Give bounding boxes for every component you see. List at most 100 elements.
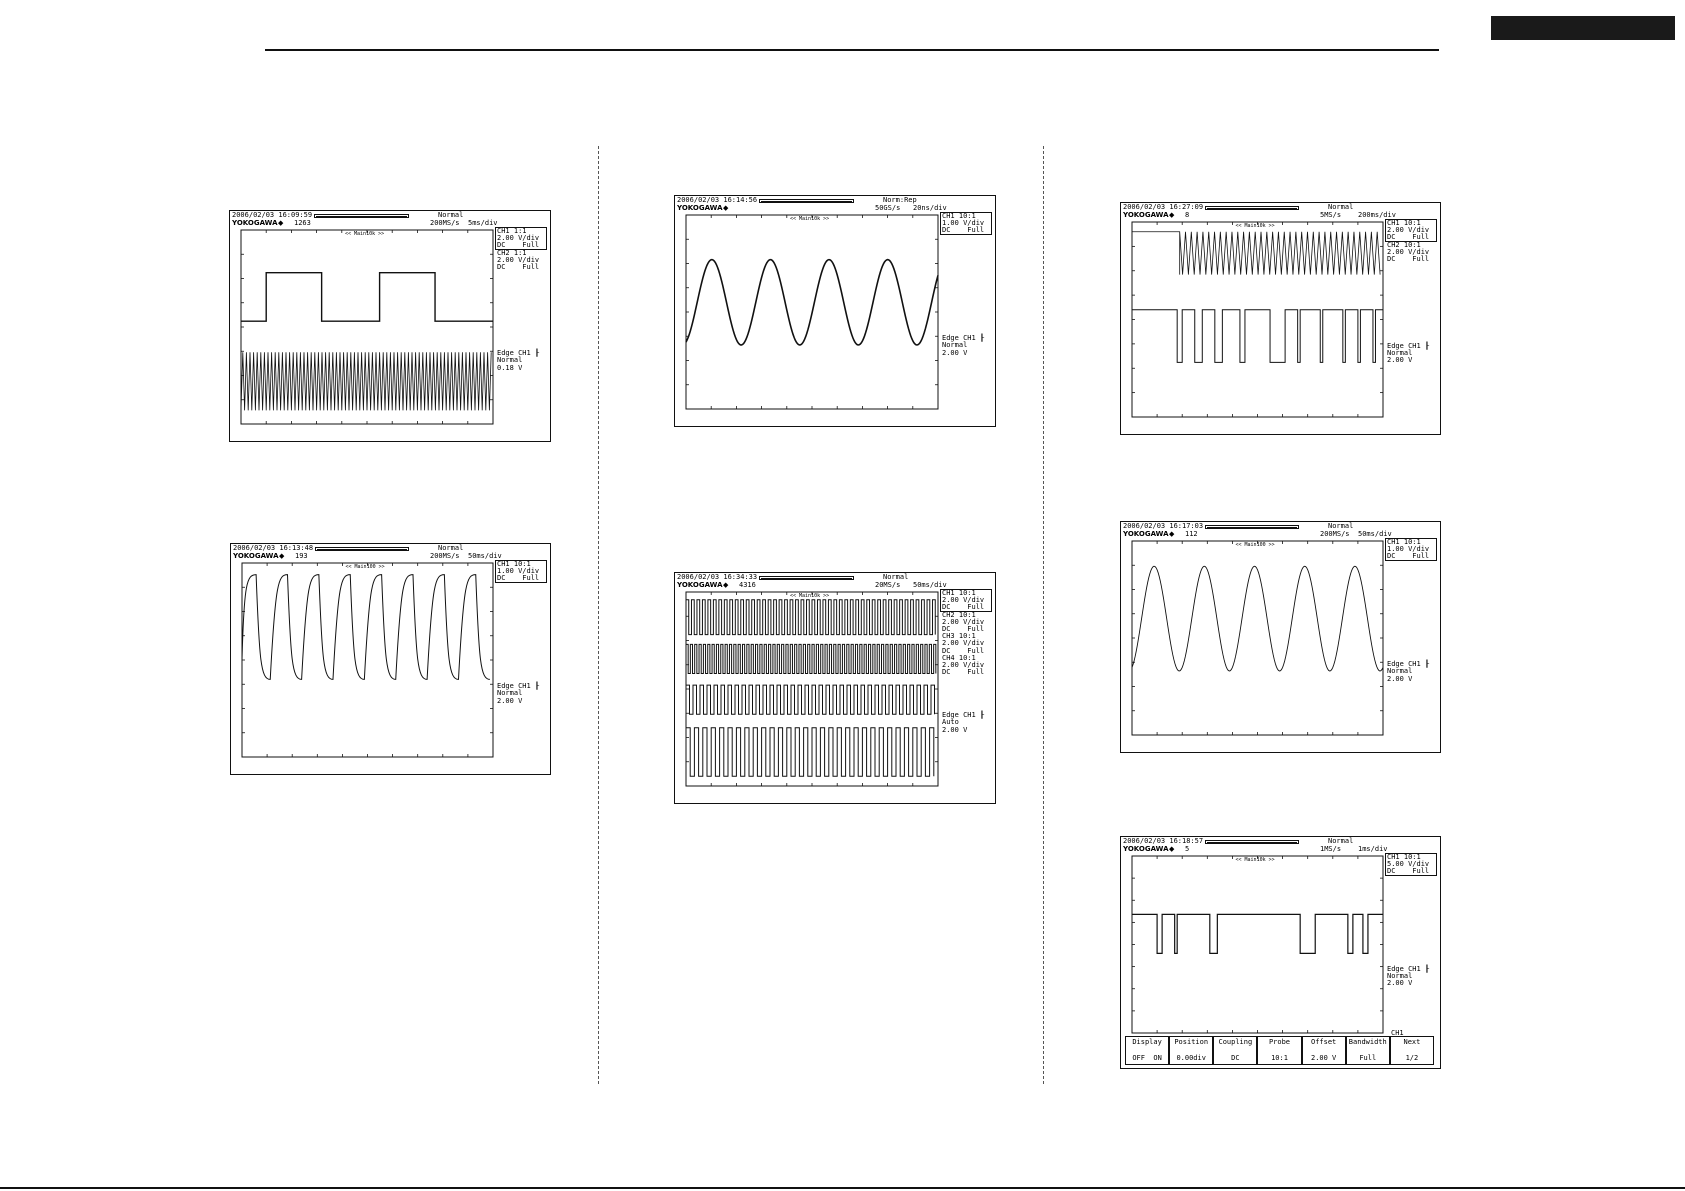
timestamp: 2006/02/03 16:17:03	[1123, 522, 1204, 530]
trigger-setting: Edge CH1 ┠	[1387, 341, 1430, 350]
softkey-next[interactable]: Next 1/2	[1389, 1036, 1434, 1065]
zoom-label: << Main10k >>	[1235, 223, 1275, 229]
trigger-mode: Normal	[1328, 522, 1354, 530]
waveform-trace	[1132, 231, 1381, 275]
timestamp: 2006/02/03 16:14:56	[677, 196, 758, 204]
brand-label: YOKOGAWA	[232, 219, 278, 227]
trigger-setting: Edge CH1 ┠	[1387, 964, 1430, 973]
trigger-setting: Auto	[942, 718, 959, 727]
trigger-mode: Normal	[438, 544, 464, 552]
timestamp: 2006/02/03 16:13:48	[233, 544, 314, 552]
trigger-mode: Norm:Rep	[883, 196, 917, 204]
softkey-label: Probe	[1268, 1038, 1291, 1046]
channel-setting: DC Full	[497, 241, 540, 250]
channel-setting: 2.00 V/div	[497, 234, 540, 243]
graticule-frame	[241, 562, 494, 758]
channel-setting: DC Full	[497, 574, 540, 583]
trigger-setting: 2.00 V	[497, 696, 523, 705]
channel-setting: 2.00 V/div	[942, 639, 985, 648]
timestamp: 2006/02/03 16:18:57	[1123, 837, 1204, 845]
brand-diamond-icon: ◆	[723, 204, 729, 212]
timestamp: 2006/02/03 16:27:09	[1123, 203, 1204, 211]
waveform-display	[1131, 221, 1384, 418]
trigger-setting: Normal	[1387, 349, 1413, 358]
channel-setting: 1.00 V/div	[942, 219, 985, 228]
channel-setting: 1.00 V/div	[1387, 545, 1430, 554]
channel-setting: CH1 10:1	[1387, 853, 1421, 861]
active-channel-box	[940, 589, 992, 612]
channel-setting: 2.00 V/div	[942, 596, 985, 605]
zoom-label: << Main100 >>	[1235, 542, 1275, 548]
softkey-value: 2.00 V	[1310, 1053, 1337, 1062]
trigger-setting: 0.18 V	[497, 363, 523, 372]
sample-rate: 200MS/s	[430, 219, 460, 227]
waveform-trace	[241, 574, 490, 680]
softkey-label: Next	[1403, 1038, 1421, 1046]
active-channel-box	[1385, 538, 1437, 561]
channel-setting: CH1 10:1	[497, 560, 531, 568]
header-rule	[265, 49, 1439, 51]
waveform-trace	[685, 599, 936, 636]
waveform-trace	[685, 643, 937, 674]
softkey-label: Coupling	[1218, 1038, 1253, 1046]
zoom-label: << Main10k >>	[345, 231, 385, 237]
graticule-frame	[1131, 855, 1384, 1034]
channel-setting: DC Full	[942, 668, 985, 677]
trigger-setting: Normal	[1387, 667, 1413, 676]
channel-setting: 2.00 V/div	[942, 661, 985, 669]
timestamp: 2006/02/03 16:09:59	[232, 211, 313, 219]
trigger-setting: Edge CH1 ┠	[942, 334, 985, 343]
brand-diamond-icon: ◆	[1169, 530, 1175, 538]
zoom-label: << Main100 >>	[345, 564, 385, 570]
waveform-display	[1131, 855, 1384, 1034]
softkey-value: Full	[1359, 1053, 1377, 1062]
acquisition-count: 193	[295, 552, 308, 560]
channel-setting: 1.00 V/div	[497, 567, 540, 576]
brand-label: YOKOGAWA	[1123, 530, 1169, 538]
waveform-display	[685, 214, 939, 410]
channel-setting: DC Full	[942, 226, 985, 235]
waveform-trace	[241, 271, 493, 322]
trigger-setting: Edge CH1 ┠	[1387, 660, 1430, 669]
trigger-setting: Normal	[497, 356, 523, 365]
zoom-label: << Main10k >>	[790, 216, 830, 222]
trigger-setting: Edge CH1 ┠	[942, 711, 985, 720]
brand-diamond-icon: ◆	[1169, 845, 1175, 853]
trigger-setting: 2.00 V	[1387, 979, 1413, 988]
sample-rate: 200MS/s	[1320, 530, 1350, 538]
softkey-value: 1/2	[1405, 1053, 1419, 1062]
graticule-frame	[240, 229, 494, 425]
channel-setting: DC Full	[942, 646, 985, 655]
record-length-bar	[1205, 525, 1299, 529]
column-divider-right	[1043, 146, 1044, 1084]
zoom-label: << Main10k >>	[1235, 857, 1275, 863]
softkey-label: Position	[1174, 1038, 1209, 1046]
trigger-setting: 2.00 V	[942, 725, 968, 734]
brand-diamond-icon: ◆	[279, 552, 285, 560]
record-length-bar	[315, 547, 409, 551]
sample-rate: 5MS/s	[1320, 211, 1342, 219]
waveform-trace	[1132, 913, 1383, 954]
column-divider-left	[598, 146, 599, 1084]
channel-setting: CH1 10:1	[942, 589, 976, 597]
acquisition-count: 112	[1185, 530, 1198, 538]
channel-setting: 2.00 V/div	[942, 617, 985, 626]
trigger-mode: Normal	[438, 211, 464, 219]
channel-setting: DC Full	[497, 263, 540, 271]
trigger-mode: Normal	[1328, 203, 1354, 211]
channel-setting: DC Full	[1387, 233, 1430, 242]
channel-setting: CH1 10:1	[942, 212, 976, 220]
brand-diamond-icon: ◆	[278, 219, 284, 227]
trigger-setting: Edge CH1 ┠	[497, 682, 540, 691]
channel-setting: CH1 10:1	[1387, 538, 1421, 546]
sample-rate: 50GS/s	[875, 204, 901, 212]
